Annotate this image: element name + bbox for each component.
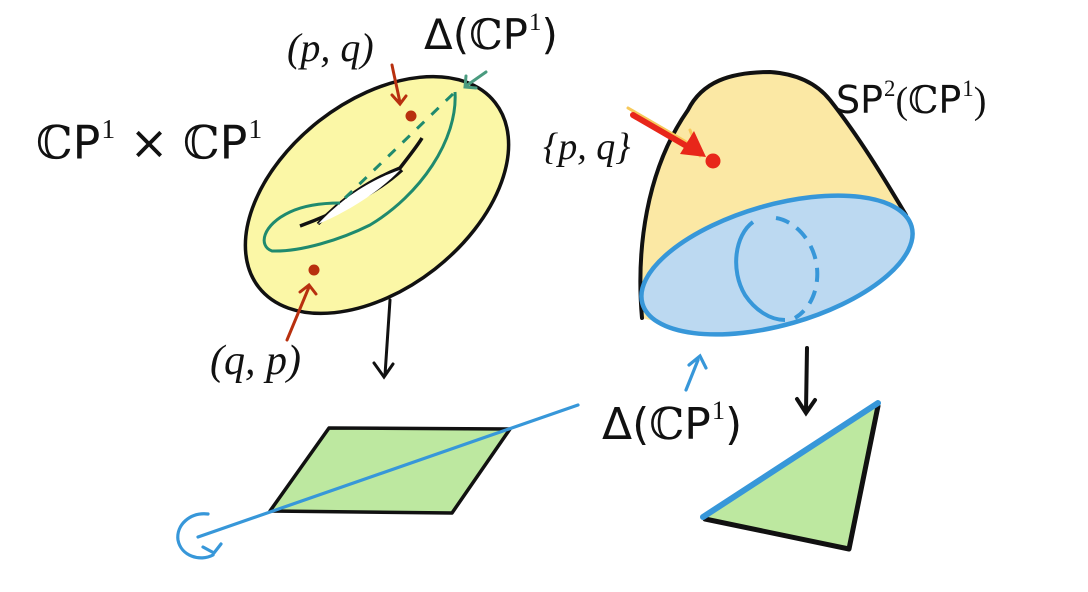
superscript: 2 — [884, 76, 896, 101]
letter-p: P — [684, 398, 711, 450]
cone — [626, 69, 915, 337]
torus-body — [243, 74, 511, 316]
triangle-diagonal-edge — [700, 400, 881, 520]
close-paren: ) — [541, 9, 558, 59]
blackboard-c: ℂ — [908, 78, 939, 123]
torus-hole-inside — [318, 170, 400, 224]
diagonal-disk — [639, 193, 915, 337]
delta-symbol: Δ( — [602, 398, 650, 450]
times-symbol: × — [115, 115, 183, 170]
diagonal-curve-back — [343, 90, 457, 200]
arrow-unordered-pair — [630, 112, 693, 151]
label-unordered-pair: {p, q} — [543, 126, 631, 168]
parallelogram — [176, 403, 580, 560]
diagonal-curve-front — [262, 91, 457, 253]
superscript: 1 — [528, 9, 542, 36]
blackboard-c: ℂ — [182, 115, 220, 170]
close-paren: ) — [725, 398, 743, 450]
arrow-diagonal-top — [463, 70, 488, 90]
point-qp — [308, 264, 320, 276]
triangle — [700, 400, 881, 552]
reflection-loop-icon — [176, 512, 223, 560]
label-diagonal-top: Δ(ℂP1) — [424, 10, 558, 56]
blackboard-c: ℂ — [36, 115, 73, 170]
blackboard-c: ℂ — [469, 9, 503, 59]
map-arrow-left — [372, 298, 395, 380]
letter-p: P — [72, 115, 101, 170]
superscript: 1 — [711, 395, 726, 425]
label-torus-product: ℂP1 × ℂP1 — [36, 115, 262, 166]
close-paren: ) — [973, 80, 987, 123]
superscript: 1 — [248, 113, 263, 144]
sp-text: SP — [836, 78, 884, 123]
disk-inner-circle-front — [734, 220, 786, 322]
cone-outline — [638, 69, 908, 320]
torus — [243, 63, 511, 342]
disk-inner-circle-back — [775, 216, 820, 320]
arrow-diagonal-bottom — [684, 353, 708, 392]
point-unordered-pair — [705, 153, 721, 169]
label-diagonal-bottom: Δ(ℂP1) — [602, 397, 742, 447]
triangle-black-edges — [702, 403, 881, 552]
open-paren: ( — [895, 80, 909, 123]
arrow-unordered-pair-head — [680, 131, 706, 157]
diagonal-line-blue — [196, 403, 580, 539]
point-pq — [405, 110, 417, 122]
label-symmetric-product: SP2(ℂP1) — [836, 76, 987, 123]
superscript: 1 — [962, 76, 974, 101]
label-point-qp: (q, p) — [210, 338, 301, 384]
letter-p: P — [938, 78, 962, 123]
map-arrow-right — [795, 346, 817, 417]
blackboard-c: ℂ — [649, 398, 685, 450]
arrow-qp — [285, 282, 318, 342]
delta-symbol: Δ( — [424, 9, 470, 59]
letter-p: P — [219, 115, 248, 170]
triangle-shape — [705, 403, 878, 549]
superscript: 1 — [101, 113, 116, 144]
label-point-pq: (p, q) — [287, 25, 374, 70]
arrow-pq — [390, 63, 408, 107]
letter-p: P — [502, 9, 528, 59]
